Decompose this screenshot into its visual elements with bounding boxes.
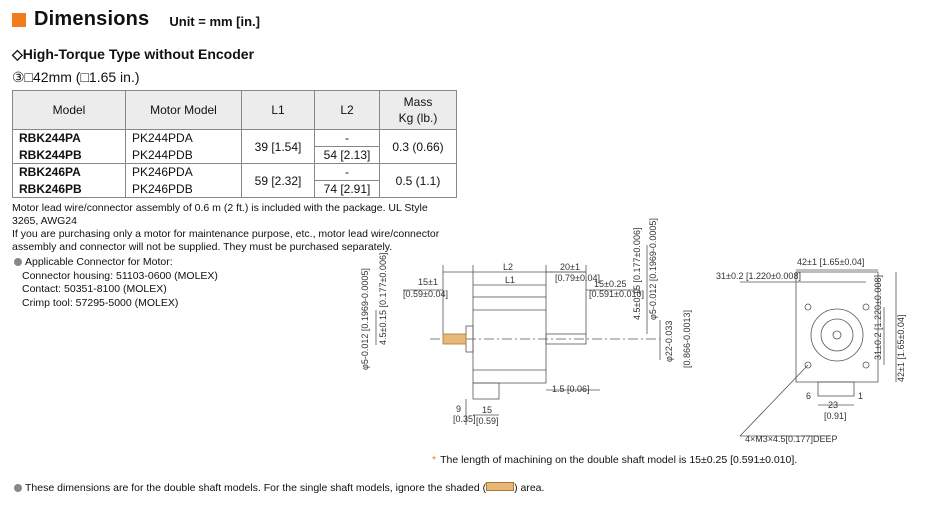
label-holes: 4×M3×4.5[0.177]DEEP xyxy=(745,434,838,444)
bottom-note-before: These dimensions are for the double shaf… xyxy=(25,482,487,494)
machining-footnote: *The length of machining on the double s… xyxy=(432,454,797,466)
label-15-in: [0.59±0.04] xyxy=(403,289,448,299)
mount-hole xyxy=(804,303,812,311)
front-boss-circle xyxy=(820,318,854,352)
label-23: 23 xyxy=(828,400,838,410)
frame-size-label: ③□42mm (□1.65 in.) xyxy=(12,69,140,85)
connector-contact: Contact: 50351-8100 (MOLEX) xyxy=(22,283,167,295)
label-15d: 15 xyxy=(482,405,492,415)
label-phi5: φ5-0.012 [0.1969-0.0005] xyxy=(360,268,370,370)
label-42v: 42±1 [1.65±0.04] xyxy=(896,315,906,382)
label-phi5b: φ5-0.012 [0.1969-0.0005] xyxy=(648,218,658,320)
label-shaft: 4.5±0.15 [0.177±0.006] xyxy=(632,228,642,320)
label-9-in: [0.35] xyxy=(453,414,476,424)
connector-info: Applicable Connector for Motor: Connecto… xyxy=(14,256,218,310)
label-42: 42±1 [1.65±0.04] xyxy=(797,257,864,267)
leader-holes xyxy=(739,364,809,437)
mount-hole xyxy=(862,361,870,369)
mount-hole xyxy=(804,361,812,369)
label-L2: L2 xyxy=(503,262,513,272)
front-pilot-circle xyxy=(810,308,864,362)
motor-cell: PK246PDB xyxy=(125,180,242,198)
label-shaft-left: 4.5±0.15 [0.177±0.006] xyxy=(378,253,388,345)
lead-wire-note: Motor lead wire/connector assembly of 0.… xyxy=(12,202,452,254)
bullet-icon xyxy=(14,484,22,492)
label-20: 20±1 xyxy=(560,262,580,272)
label-15b: 15±0.25 xyxy=(594,279,626,289)
col-motor-model: Motor Model xyxy=(125,90,242,130)
model-cell: RBK246PB xyxy=(12,180,126,198)
label-15b-in: [0.591±0.010] xyxy=(589,289,644,299)
table-row: RBK244PA PK244PDA 39 [1.54] - 0.3 (0.66) xyxy=(12,129,457,164)
col-mass: Mass Kg (lb.) xyxy=(379,90,457,130)
table-row: RBK244PB PK244PDB 54 [2.13] xyxy=(12,146,457,164)
label-phi22: φ22-0.033 xyxy=(664,321,674,362)
note-line: assembly and connector will not be suppl… xyxy=(12,241,393,253)
label-15: 15±1 xyxy=(418,277,438,287)
col-mass-unit: Kg (lb.) xyxy=(398,111,438,125)
section-subtitle: ◇High-Torque Type without Encoder xyxy=(12,46,255,62)
connector-crimp-tool: Crimp tool: 57295-5000 (MOLEX) xyxy=(22,296,179,309)
label-pin1: 1 xyxy=(858,391,863,401)
label-15d-in: [0.59] xyxy=(476,416,499,426)
table-row: RBK246PB PK246PDB 74 [2.91] xyxy=(12,180,457,198)
shaded-area-note: These dimensions are for the double shaf… xyxy=(14,482,544,494)
note-line: If you are purchasing only a motor for m… xyxy=(12,228,440,240)
bottom-note-after: ) area. xyxy=(514,482,545,494)
motor-cell: PK246PDA xyxy=(125,163,242,181)
model-cell: RBK244PB xyxy=(12,146,126,164)
connector-housing: Connector housing: 51103-0600 (MOLEX) xyxy=(22,269,218,282)
model-cell: RBK246PA xyxy=(12,163,126,181)
connector-front xyxy=(817,381,855,397)
table-row: RBK246PA PK246PDA 59 [2.32] - 0.5 (1.1) xyxy=(12,163,457,198)
label-1-5: 1.5 [0.06] xyxy=(552,384,590,394)
label-31: 31±0.2 [1.220±0.008] xyxy=(716,271,801,281)
unit-label: Unit = mm [in.] xyxy=(169,14,260,29)
bullet-icon xyxy=(14,258,22,266)
section-marker-icon xyxy=(12,12,26,27)
shaded-rear-shaft xyxy=(442,333,467,345)
footnote-text: The length of machining on the double sh… xyxy=(440,454,798,466)
col-mass-label: Mass xyxy=(403,95,433,109)
front-view-body xyxy=(795,271,879,383)
connector-title: Applicable Connector for Motor: xyxy=(25,256,173,268)
page-header: Dimensions Unit = mm [in.] xyxy=(12,8,260,31)
asterisk-icon: * xyxy=(432,454,437,466)
spec-table: Model Motor Model L1 L2 Mass Kg (lb.) RB… xyxy=(12,90,457,198)
label-23-in: [0.91] xyxy=(824,411,847,421)
front-shaft-circle xyxy=(832,330,842,340)
mass-cell: 0.3 (0.66) xyxy=(379,129,457,164)
table-header-row: Model Motor Model L1 L2 Mass Kg (lb.) xyxy=(12,90,457,130)
model-cell: RBK244PA xyxy=(12,129,126,147)
label-20-in: [0.79±0.04] xyxy=(555,273,600,283)
mount-hole xyxy=(862,303,870,311)
col-model: Model xyxy=(12,90,126,130)
shade-swatch-icon xyxy=(486,482,515,491)
page-title: Dimensions xyxy=(34,8,150,30)
label-9: 9 xyxy=(456,404,461,414)
label-L1: L1 xyxy=(505,275,515,285)
note-line: Motor lead wire/connector assembly of 0.… xyxy=(12,202,428,227)
connector-outline xyxy=(472,382,500,400)
l2-cell: 74 [2.91] xyxy=(314,180,380,198)
motor-cell: PK244PDA xyxy=(125,129,242,147)
l1-cell: 59 [2.32] xyxy=(241,163,315,198)
label-phi22-in: [0.866-0.0013] xyxy=(682,310,692,368)
label-pin6: 6 xyxy=(806,391,811,401)
label-31v: 31±0.2 [1.220±0.008] xyxy=(873,275,883,360)
mass-cell: 0.5 (1.1) xyxy=(379,163,457,198)
